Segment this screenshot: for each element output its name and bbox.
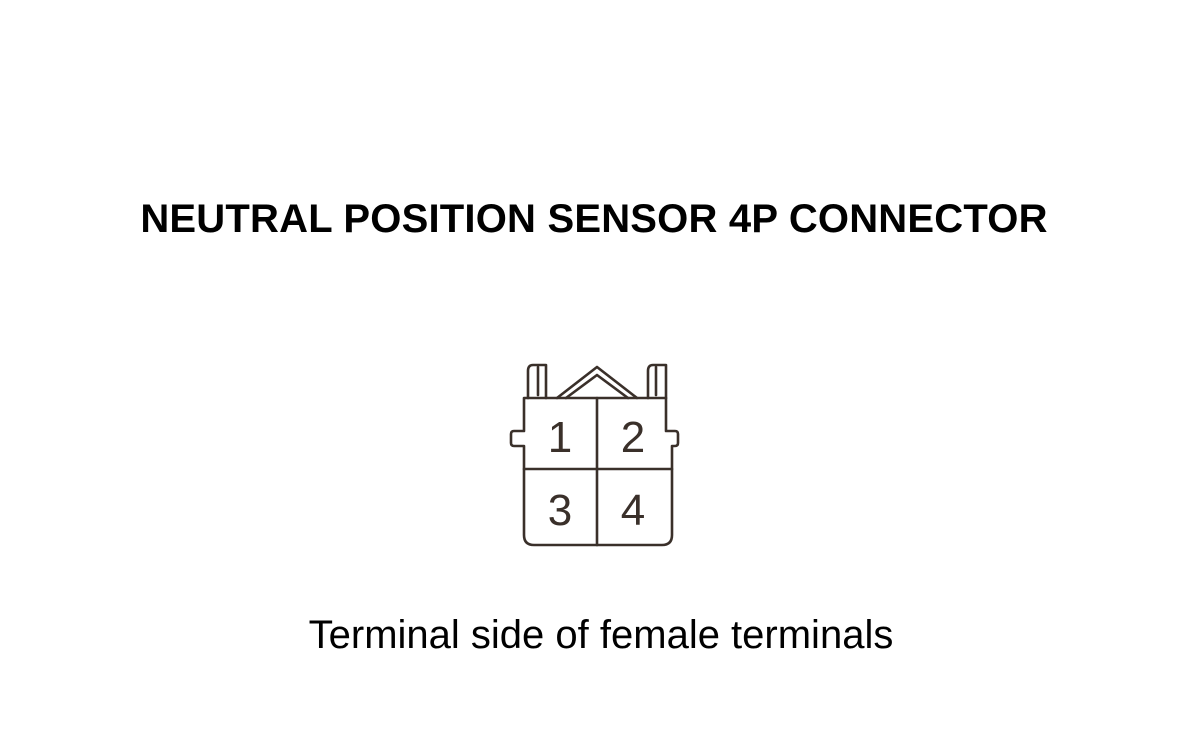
terminal-3: 3: [548, 486, 572, 535]
terminal-2: 2: [621, 413, 645, 462]
terminal-1: 1: [548, 413, 572, 462]
terminal-4: 4: [621, 486, 645, 535]
left-latch: [526, 363, 548, 400]
diagram-title: NEUTRAL POSITION SENSOR 4P CONNECTOR: [140, 197, 1048, 241]
connector-diagram: 1 2 3 4: [509, 363, 680, 547]
right-latch: [646, 363, 668, 400]
diagram-caption: Terminal side of female terminals: [308, 613, 894, 657]
connector-housing: [509, 396, 680, 547]
connector-key: [555, 365, 639, 400]
